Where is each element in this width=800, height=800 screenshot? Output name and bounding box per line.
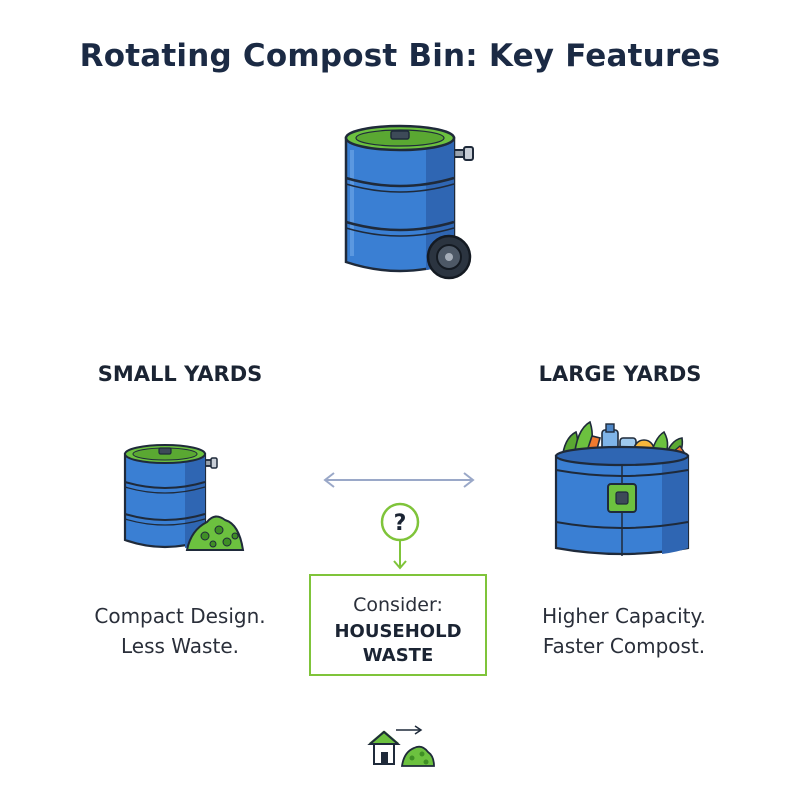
small-yards-heading: SMALL YARDS: [97, 362, 263, 386]
question-mark: ?: [394, 511, 407, 536]
small-yards-line-2: Less Waste.: [121, 634, 239, 658]
large-yards-heading: LARGE YARDS: [538, 362, 702, 386]
large-yards-line-2: Faster Compost.: [542, 634, 706, 658]
small-yards-line-1: Compact Design.: [94, 604, 266, 628]
rotating-compost-bin-icon: [344, 124, 474, 280]
small-yards-description: Compact Design. Less Waste.: [50, 601, 310, 661]
household-label: HOUSEHOLD: [334, 621, 462, 642]
question-icon: ?: [380, 502, 420, 570]
large-yards-description: Higher Capacity. Faster Compost.: [494, 601, 754, 661]
page-title: Rotating Compost Bin: Key Features: [79, 38, 721, 74]
house-to-compost-icon: [367, 725, 435, 767]
large-yards-line-1: Higher Capacity.: [542, 604, 706, 628]
double-arrow-icon: [323, 472, 475, 488]
consider-label: Consider:: [353, 594, 443, 616]
consider-box: Consider: HOUSEHOLD WASTE: [309, 574, 487, 676]
large-compost-bin-icon: [554, 420, 690, 556]
waste-label: WASTE: [362, 645, 434, 666]
small-compost-bin-icon: [123, 444, 245, 551]
